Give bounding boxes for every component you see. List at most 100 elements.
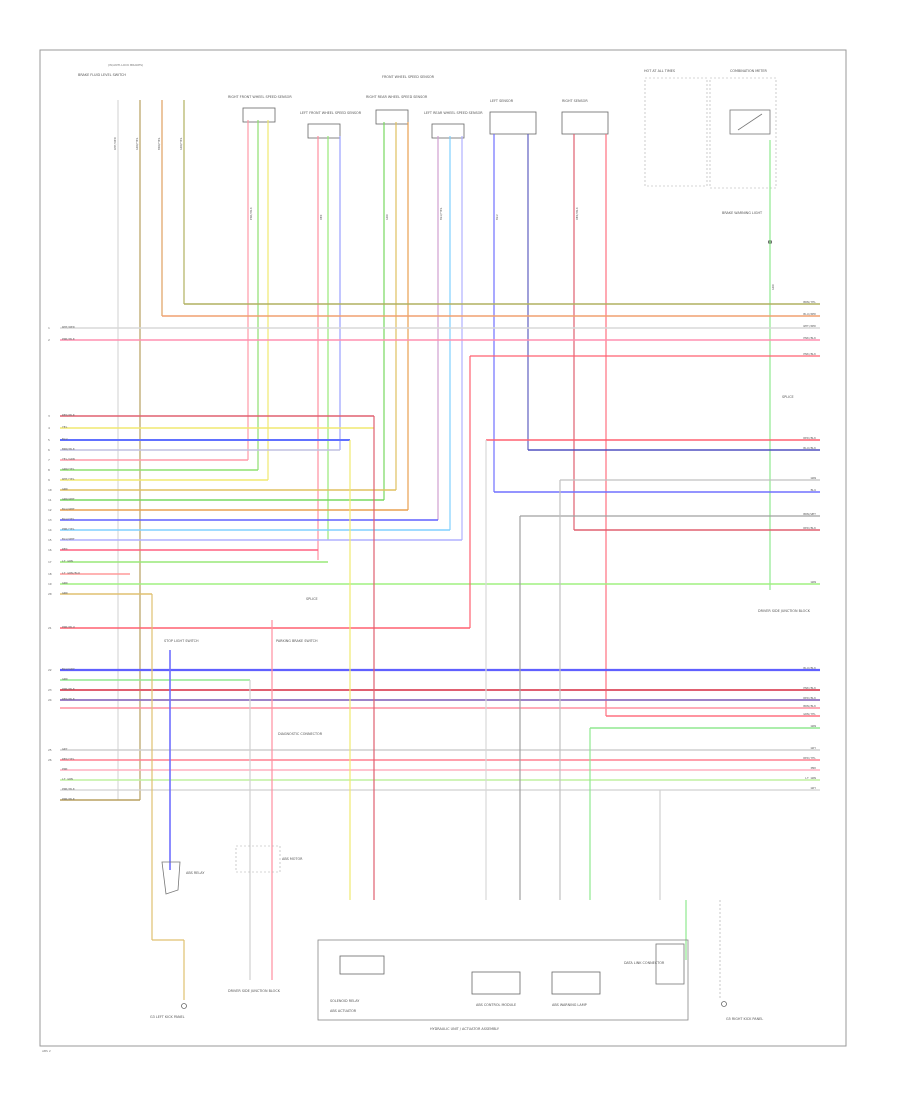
pin-number: 6 — [48, 448, 50, 452]
wire-label: RED — [62, 547, 68, 551]
pin-number: 2 — [48, 338, 50, 342]
rr-sensor-connector — [375, 109, 409, 125]
wire-label: RED/BLK — [62, 413, 75, 417]
solenoid-box — [339, 955, 385, 975]
pin-number: 17 — [48, 560, 52, 564]
pin-number: 12 — [48, 508, 52, 512]
lower-vertical-wires — [151, 356, 721, 1000]
wire-label: PNK — [62, 767, 68, 771]
wire-label: GRN — [62, 581, 68, 585]
pin-number: 1 — [48, 326, 50, 330]
abs-motor-label: ABS MOTOR — [282, 857, 303, 861]
wire-label: PNK/BLK — [62, 787, 75, 791]
ground-left-label: G3 LEFT KICK PANEL — [150, 1015, 185, 1019]
wire-label: BLU/BLK — [803, 446, 816, 450]
wire-label: GRN/YEL — [179, 137, 183, 150]
splice-a-label: SPLICE — [782, 395, 794, 399]
brake-warning-lamp — [729, 109, 771, 135]
pin-number: 5 — [48, 438, 50, 442]
wire-label: GRN — [62, 677, 68, 681]
wire-label: PNK/BLK — [62, 687, 75, 691]
wire-label: GRY — [811, 786, 817, 790]
wire-label: BLU/WHT — [62, 507, 75, 511]
wire-label: PNK/BLU — [62, 625, 75, 629]
wire-label: GRN — [811, 580, 817, 584]
wire-label: PNK — [811, 766, 817, 770]
pin-number: 20 — [48, 592, 52, 596]
wire-label: BRN/BLK — [62, 447, 75, 451]
abs-motor-box — [235, 845, 281, 873]
pin-number: 13 — [48, 518, 52, 522]
abs-ecu-label: ABS CONTROL MODULE — [476, 1003, 516, 1007]
hot-box — [644, 77, 708, 187]
wire-label: GRN — [62, 591, 68, 595]
wire-label: RED/BLK — [62, 697, 75, 701]
wire-label: RED/YEL — [62, 757, 75, 761]
wire-label: PNK/BLK — [62, 337, 75, 341]
brake-warning-label: BRAKE WARNING LIGHT — [722, 211, 763, 215]
wire-label: RED/YEL — [803, 756, 816, 760]
pin-number: 10 — [48, 488, 52, 492]
footnote: ABS 2 — [42, 1049, 51, 1053]
rr-sensor-label: RIGHT REAR WHEEL SPEED SENSOR — [366, 95, 428, 99]
solenoid-label: SOLENOID RELAY — [330, 999, 360, 1003]
wire-label: BLU — [62, 437, 68, 441]
pin-number: 7 — [48, 458, 50, 462]
pin-number: 11 — [48, 498, 52, 502]
wire-label: BLU — [811, 488, 817, 492]
lf-sensor-label: LEFT FRONT WHEEL SPEED SENSOR — [300, 111, 362, 115]
wire-label: PNK/BLK — [803, 352, 816, 356]
wire-label: BLU/YEL — [62, 517, 75, 521]
pin-number: 21 — [48, 626, 52, 630]
wire-label: BRN/YEL — [157, 137, 161, 150]
pin-number: 25 — [48, 748, 52, 752]
front-wheel-speed-label: FRONT WHEEL SPEED SENSOR — [382, 75, 435, 79]
wire-label: BLU/GRY — [62, 667, 75, 671]
lr-sensor-label: LEFT REAR WHEEL SPEED SENSOR — [424, 111, 483, 115]
wire-label: BLU — [495, 214, 499, 220]
wire-label: RED — [319, 214, 323, 220]
wire-label: RED/BLK — [575, 207, 579, 220]
pin-number: 4 — [48, 426, 50, 430]
pin-number: 3 — [48, 414, 50, 418]
wire-label: PNK/BLK — [249, 207, 253, 220]
wire-label: PNK/BLK — [803, 686, 816, 690]
ground-right-label: G5 RIGHT KICK PANEL — [726, 1017, 763, 1021]
left-pin-numbers: 1 2 3 4 5 6 7 8 9 10 11 12 13 14 15 16 1… — [48, 326, 52, 762]
wire-label: WHT/RED — [113, 137, 117, 150]
vertical-wire-labels: WHT/RED GRN/YEL BRN/YEL GRN/YEL PNK/BLK … — [113, 137, 775, 290]
pin-number: 16 — [48, 548, 52, 552]
pin-number: 14 — [48, 528, 52, 532]
lower-components: STOP LIGHT SWITCH PARKING BRAKE SWITCH S… — [150, 597, 763, 1031]
wire-label: GRN — [385, 214, 389, 220]
warning-lamp-label: ABS WARNING LAMP — [552, 1003, 587, 1007]
wire-label: GRN/YEL — [62, 467, 75, 471]
data-link-label: DATA LINK CONNECTOR — [624, 961, 665, 965]
abs-relay-label: ABS RELAY — [186, 871, 205, 875]
pin-number: 19 — [48, 582, 52, 586]
wire-label: GRN/YEL — [803, 712, 816, 716]
left-sensor-label: LEFT SENSOR — [490, 99, 514, 103]
left-wire-labels: WHT/RED PNK/BLK RED/BLK YEL BLU BRN/BLK … — [62, 325, 80, 801]
wire-label: YEL — [62, 425, 68, 429]
wire-label: LT GRN/BLK — [62, 571, 80, 575]
actuator-assembly-box — [317, 939, 689, 1021]
parking-brake-label: PARKING BRAKE SWITCH — [276, 639, 318, 643]
wire-label: BLU/RED — [803, 312, 816, 316]
left-sensor-box — [489, 111, 537, 135]
wire-label: GRN — [811, 724, 817, 728]
right-sensor-label: RIGHT SENSOR — [562, 99, 588, 103]
wire-label: GRN — [811, 476, 817, 480]
wire-label: BRN/YEL — [803, 300, 816, 304]
junction-lower-label: DRIVER SIDE JUNCTION BLOCK — [228, 989, 281, 993]
pin-number: 18 — [48, 572, 52, 576]
rf-sensor-connector — [242, 107, 276, 123]
wire-label: LT GRN — [805, 776, 816, 780]
wire-label: GRN — [62, 487, 68, 491]
pin-number: 8 — [48, 468, 50, 472]
pin-number: 22 — [48, 668, 52, 672]
wire-label: RED/BLK — [803, 436, 816, 440]
brake-fluid-label: BRAKE FLUID LEVEL SWITCH — [78, 73, 126, 77]
wire-label: WHT/RED — [62, 325, 75, 329]
